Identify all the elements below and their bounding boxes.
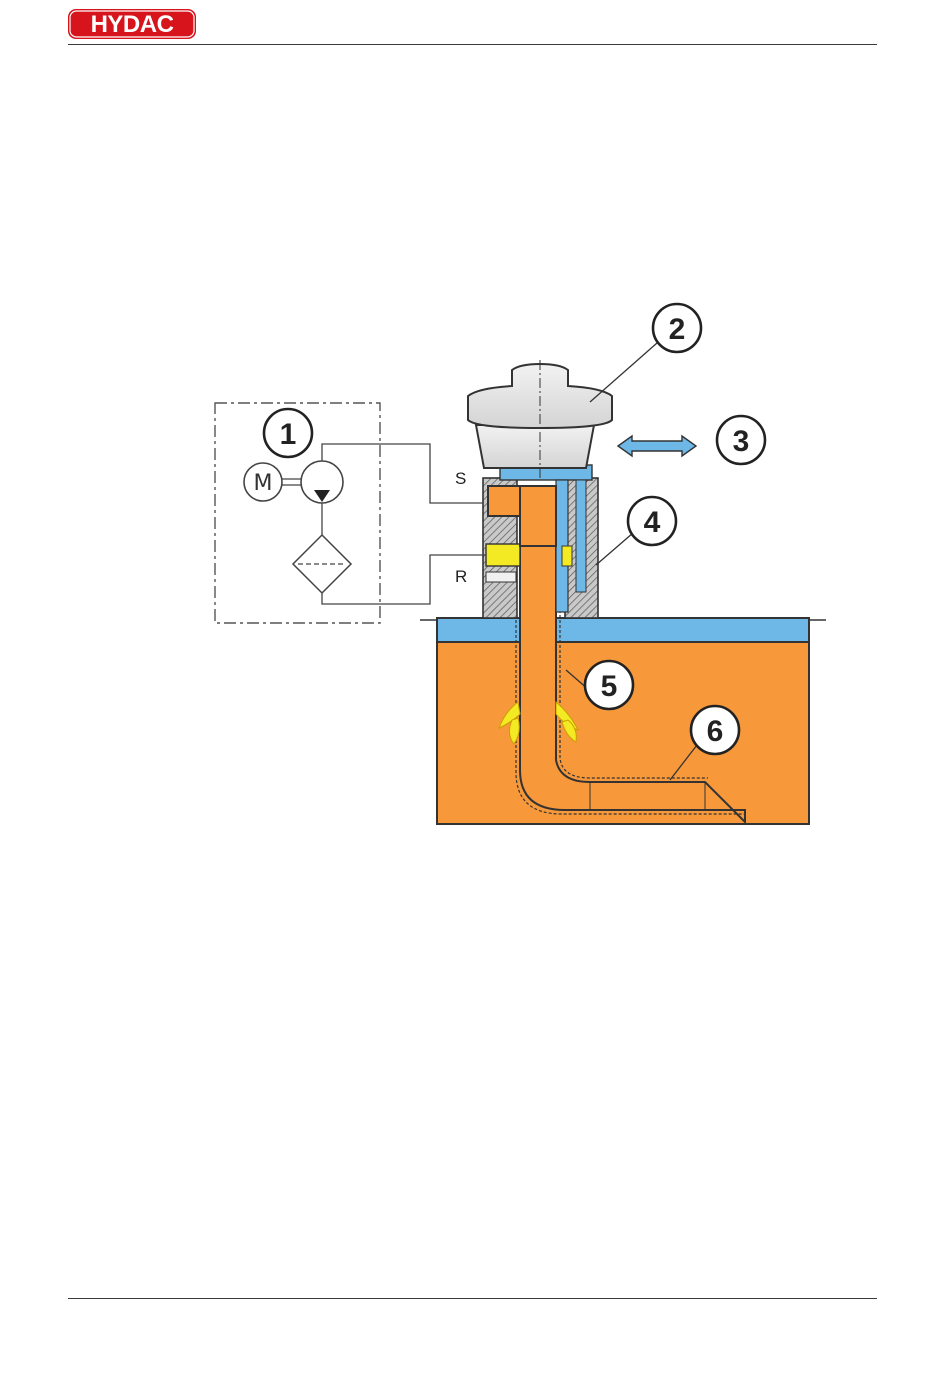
motor-label: M: [254, 471, 273, 496]
port-label-s: S: [455, 469, 466, 488]
hydraulic-circuit: M: [215, 403, 486, 623]
callout-4: 4: [628, 497, 676, 545]
callout-4-label: 4: [644, 506, 661, 539]
callout-2-label: 2: [669, 313, 686, 346]
breather-cap: [468, 360, 612, 480]
callout-2: 2: [653, 304, 701, 352]
callout-3: 3: [717, 416, 765, 464]
callout-5-label: 5: [601, 670, 618, 703]
port-label-r: R: [455, 567, 467, 586]
callout-6: 6: [691, 706, 739, 754]
yellow-seal-left: [486, 544, 520, 566]
callout-6-label: 6: [707, 715, 724, 748]
tank-cover: [437, 618, 809, 642]
callout-1: 1: [264, 409, 312, 457]
callout-1-label: 1: [280, 418, 297, 451]
double-arrow-icon: [618, 436, 696, 456]
callout-5: 5: [585, 661, 633, 709]
callout-3-label: 3: [733, 425, 750, 458]
